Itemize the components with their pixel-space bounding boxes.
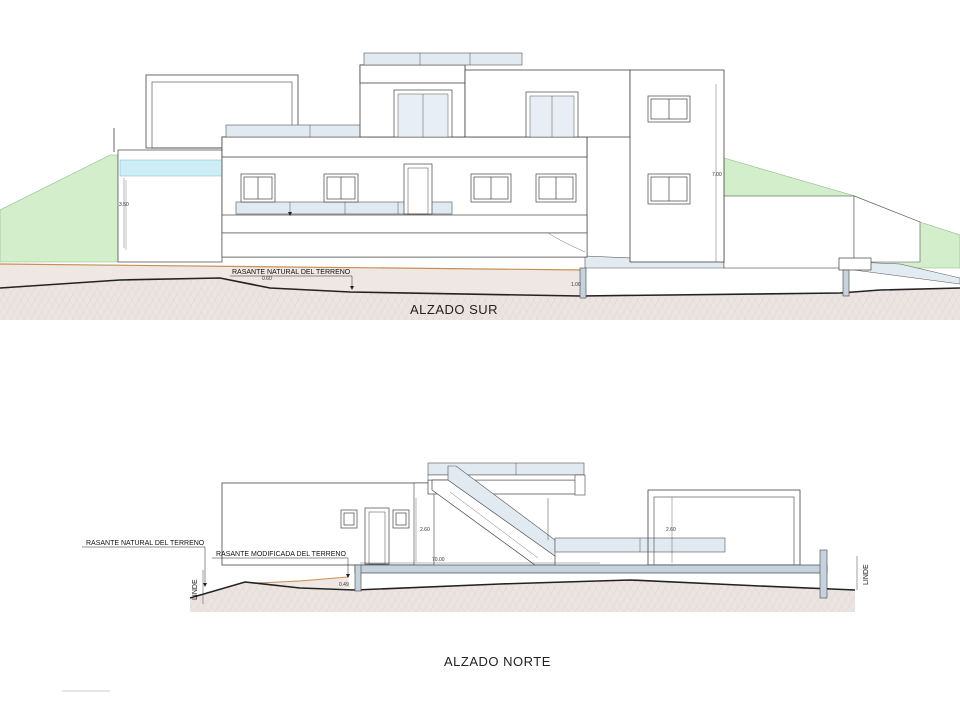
natural-terrain-label-norte: RASANTE NATURAL DEL TERRENO — [86, 540, 205, 547]
natural-terrain-line-norte — [189, 579, 856, 599]
dimension-terrain-offset: 0.60 — [262, 276, 272, 282]
dimension-tower-height: 7.00 — [712, 172, 722, 178]
dimension-pool-wall: 3.50 — [119, 202, 129, 208]
modified-terrain-label-norte: RASANTE MODIFICADA DEL TERRENO — [216, 551, 346, 558]
vegetation-left — [0, 154, 119, 263]
modified-terrain-line-norte — [257, 576, 349, 584]
dimension-pergola-height-norte: 2.60 — [666, 527, 676, 533]
dimension-terrain-offset-norte: 0.49 — [339, 582, 349, 588]
alzado-norte: 2.60 2.60 70.00 0.49 RASANTE NATURAL DEL… — [82, 462, 870, 669]
foundation-slab-norte — [354, 564, 828, 574]
dimension-foundation: 1.00 — [571, 282, 581, 288]
natural-terrain-label-sur: RASANTE NATURAL DEL TERRENO — [232, 269, 351, 276]
boundary-label-right: LINDE — [863, 564, 870, 585]
elevation-title-sur: ALZADO SUR — [410, 302, 498, 317]
modified-terrain-line-sur — [0, 263, 586, 271]
boundary-label-left: LINDE — [192, 579, 199, 600]
dimension-slab-length-norte: 70.00 — [432, 557, 445, 563]
roof-railing-sur — [363, 52, 523, 66]
windows-norte — [340, 509, 410, 529]
tower-windows-sur — [647, 95, 691, 205]
dimension-house-height-norte: 2.60 — [420, 527, 430, 533]
alzado-sur: 7.00 3.50 0.60 1.00 RASANTE NATURAL DEL … — [0, 52, 960, 320]
natural-terrain-line-sur — [0, 277, 960, 297]
door-norte — [364, 507, 390, 565]
entrance-door-sur — [403, 163, 433, 215]
retaining-wall-right-sur — [838, 257, 872, 271]
elevation-title-norte: ALZADO NORTE — [444, 654, 551, 669]
ground-floor-windows-sur — [240, 173, 577, 203]
pool-water-sur — [119, 159, 223, 177]
